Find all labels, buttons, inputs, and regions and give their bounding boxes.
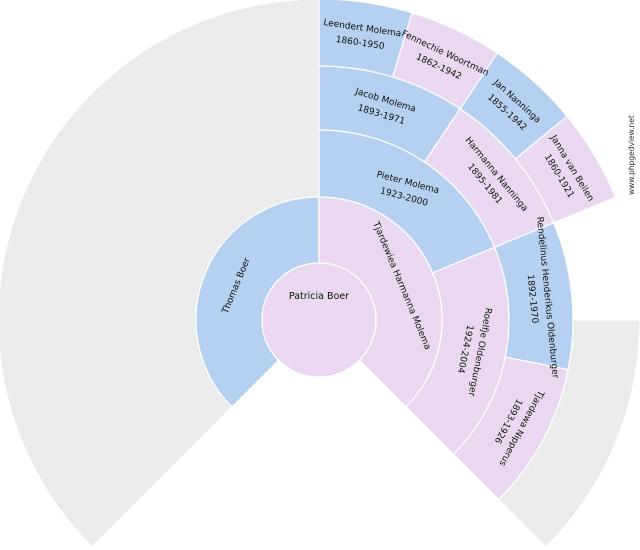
ancestor-segments xyxy=(195,0,617,501)
ancestor-segment-gen3-3[interactable] xyxy=(452,356,569,501)
ancestor-years: 1892-1970 xyxy=(525,274,540,324)
root-person-name: Patricia Boer xyxy=(289,291,349,302)
ancestor-segment-gen4-3[interactable] xyxy=(514,115,617,224)
root-person-circle[interactable] xyxy=(261,262,377,378)
watermark-text: www.phpgedview.net xyxy=(627,115,636,195)
watermark: www.phpgedview.net xyxy=(627,115,636,195)
